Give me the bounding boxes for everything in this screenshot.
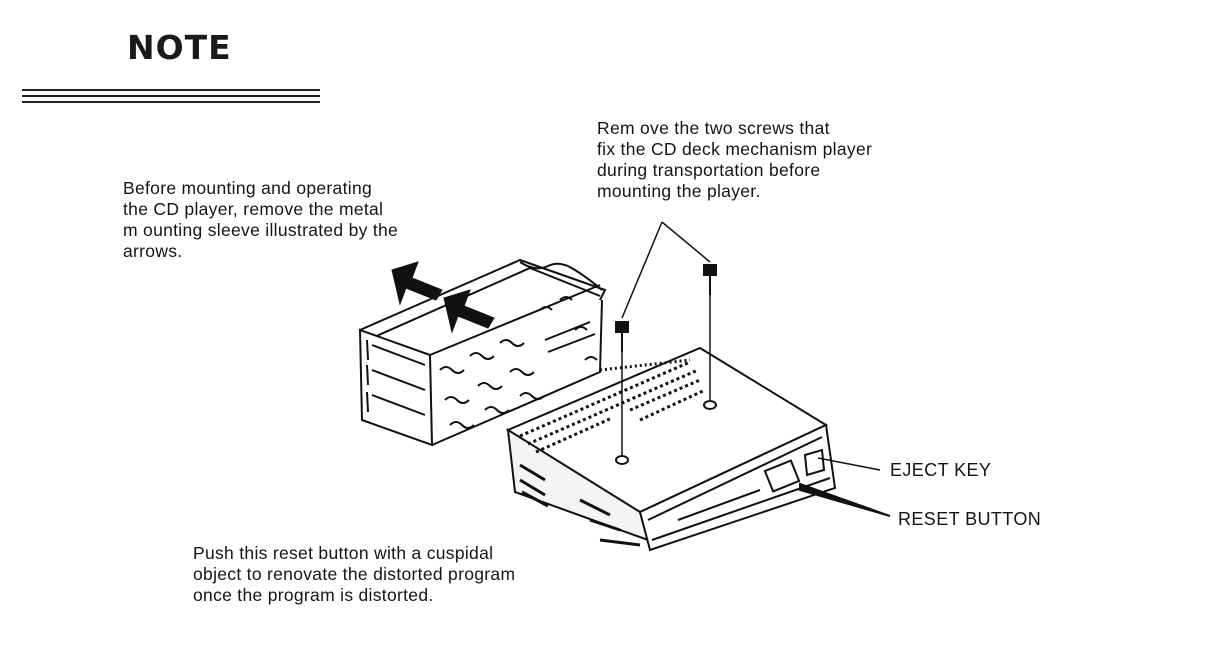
cd-player-unit <box>505 346 837 552</box>
screws-instruction: Rem ove the two screws that fix the CD d… <box>597 118 872 202</box>
reset-instruction: Push this reset button with a cuspidal o… <box>193 543 515 606</box>
sleeve-instruction-line: Before mounting and operating <box>123 178 373 198</box>
reset-instruction-line: Push this reset button with a cuspidal <box>193 543 494 563</box>
screws-instruction-line: during transportation before <box>597 160 821 180</box>
screws-instruction-line: Rem ove the two screws that <box>597 118 830 138</box>
heading-rule <box>22 89 320 91</box>
note-heading: NOTE <box>127 28 232 67</box>
sleeve-instruction-line: arrows. <box>123 241 183 261</box>
screw-hole <box>703 400 717 410</box>
reset-instruction-line: once the program is distorted. <box>193 585 434 605</box>
reset-callout-arrow <box>799 482 891 517</box>
sleeve-instruction-line: m ounting sleeve illustrated by the <box>123 220 399 240</box>
screw-guide-line <box>621 221 711 455</box>
vent-slots <box>519 358 706 547</box>
mounting-sleeve <box>358 258 607 447</box>
screw-icon <box>615 264 717 352</box>
sleeve-instruction: Before mounting and operating the CD pla… <box>123 178 398 262</box>
front-panel-detail <box>677 448 826 521</box>
screw-hole <box>615 455 629 465</box>
reset-button-label: RESET BUTTON <box>898 509 1042 529</box>
screws-instruction-line: mounting the player. <box>597 181 761 201</box>
removal-arrow-icon <box>391 261 495 334</box>
sleeve-instruction-line: the CD player, remove the metal <box>123 199 384 219</box>
heading-rule <box>22 101 320 103</box>
eject-key-label: EJECT KEY <box>890 460 992 480</box>
screws-instruction-line: fix the CD deck mechanism player <box>597 139 873 159</box>
heading-rule <box>22 95 320 97</box>
eject-callout-line <box>817 457 881 471</box>
reset-instruction-line: object to renovate the distorted program <box>193 564 516 584</box>
